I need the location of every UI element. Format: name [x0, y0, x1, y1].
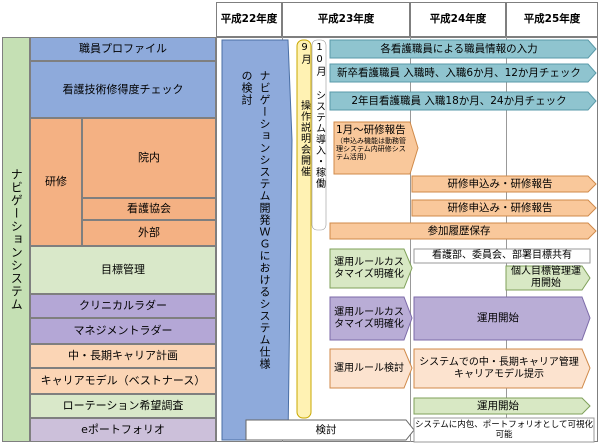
- bar-career-mgmt: システムでの中・長期キャリア管理キャリアモデル提示: [419, 357, 579, 380]
- innai-report-label: 1月～研修報告: [336, 124, 406, 136]
- row-model: キャリアモデル（ベストナース）: [30, 368, 216, 394]
- bar-kyokai-apply: 研修申込み・研修報告: [447, 201, 553, 214]
- header-blank: [0, 0, 216, 37]
- setsumei-text: 操作説明会開催: [298, 100, 310, 177]
- innai-report-note: （申込み機能は動務管理システム内研修システム活用）: [336, 136, 406, 161]
- bar-profile-input: 各看護職員による職員情報の入力: [380, 42, 538, 55]
- row-career: 中・長期キャリア計画: [30, 344, 216, 368]
- row-kenshu: 研修: [30, 118, 82, 246]
- bar-rule2: 運用ルールカスタマイズ明確化: [334, 307, 404, 330]
- bar-new-nurse: 新卒看護職員 入職時、入職6か月、12か月チェック: [337, 66, 581, 79]
- bar-second-year: 2年目看護職員 入職18か月、24か月チェック: [351, 94, 567, 107]
- bar-dept-goals: 看護部、委員会、部署目標共有: [432, 250, 572, 261]
- donyu-text: システム導入・稼働: [313, 90, 325, 189]
- row-management: マネジメントラダー: [30, 318, 216, 344]
- row-portfolio: eポートフォリオ: [30, 418, 216, 442]
- bar-portfolio-note: システムに内包、ポートフォリオとして可視化可能: [415, 419, 593, 440]
- bar-rule1: 運用ルールカスタマイズ明確化: [334, 257, 404, 280]
- bar-personal-goals: 個人目標管理運用開始: [511, 266, 581, 289]
- row-check: 看護技術修得度チェック: [30, 61, 216, 118]
- row-innai: 院内: [82, 118, 216, 198]
- bar-kento: 検討: [315, 423, 337, 436]
- row-mokuhyo: 目標管理: [30, 246, 216, 294]
- row-clinical: クリニカルラダー: [30, 294, 216, 318]
- header-h23: 平成23年度: [282, 2, 410, 37]
- bar-innai-report: 1月～研修報告 （申込み機能は動務管理システム内研修システム活用）: [336, 124, 410, 172]
- side-label: ナビゲーションシステム: [2, 37, 30, 442]
- bar-innai-apply: 研修申込み・研修報告: [447, 177, 553, 190]
- grid-body: [216, 37, 598, 442]
- row-gaibu: 外部: [82, 220, 216, 246]
- bar-ladder-start: 運用開始: [477, 312, 519, 325]
- row-profile: 職員プロファイル: [30, 37, 216, 61]
- bar-rule3: 運用ルール検討: [334, 363, 404, 374]
- wg-text: ナビゲーションシステム開発ＷＧにおけるシステム仕様の検討: [240, 70, 271, 370]
- month-10: 10月: [314, 42, 325, 77]
- bar-gaibu-history: 参加履歴保存: [427, 224, 491, 237]
- bar-rotation-start: 運用開始: [477, 399, 519, 412]
- row-kyokai: 看護協会: [82, 198, 216, 220]
- month-9: 9月: [299, 42, 310, 65]
- row-rotation: ローテーション希望調査: [30, 394, 216, 418]
- header-h25: 平成25年度: [506, 2, 598, 37]
- header-h22: 平成22年度: [216, 2, 282, 37]
- header-h24: 平成24年度: [410, 2, 506, 37]
